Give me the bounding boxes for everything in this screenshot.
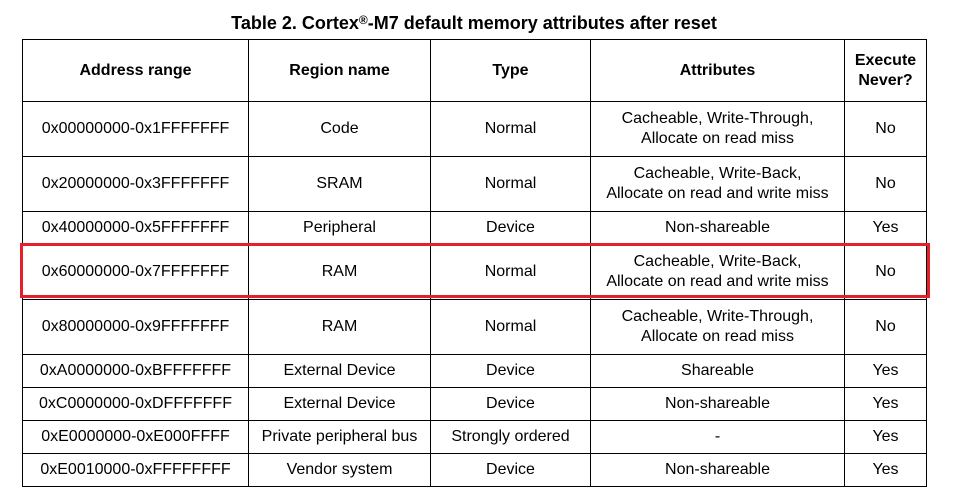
cell-attributes: -: [590, 420, 845, 454]
cell-region: SRAM: [248, 156, 431, 212]
table-row-highlighted: 0x60000000-0x7FFFFFFF RAM Normal Cacheab…: [22, 244, 927, 300]
cell-region: RAM: [248, 299, 431, 355]
cell-attributes: Cacheable, Write-Through, Allocate on re…: [590, 299, 845, 355]
cell-region: Private peripheral bus: [248, 420, 431, 454]
registered-mark: ®: [358, 13, 368, 27]
cell-attributes-line2: Allocate on read and write miss: [606, 273, 829, 290]
header-type: Type: [430, 39, 591, 102]
cell-region: RAM: [248, 244, 431, 300]
cell-attributes: Cacheable, Write-Back, Allocate on read …: [590, 156, 845, 212]
table-row: 0xE0000000-0xE000FFFF Private peripheral…: [22, 420, 927, 454]
table-row: 0x80000000-0x9FFFFFFF RAM Normal Cacheab…: [22, 299, 927, 355]
cell-attributes-line1: Cacheable, Write-Back,: [633, 165, 802, 182]
table-row: 0xA0000000-0xBFFFFFFF External Device De…: [22, 354, 927, 388]
table-row: 0x20000000-0x3FFFFFFF SRAM Normal Cachea…: [22, 156, 927, 212]
cell-attributes: Cacheable, Write-Through, Allocate on re…: [590, 101, 845, 157]
cell-type: Normal: [430, 299, 591, 355]
cell-attributes: Non-shareable: [590, 453, 845, 487]
cell-address: 0xA0000000-0xBFFFFFFF: [22, 354, 249, 388]
header-execute-never: Execute Never?: [844, 39, 927, 102]
memory-attributes-table: Address range Region name Type Attribute…: [22, 39, 927, 487]
cell-execute-never: No: [844, 299, 927, 355]
cell-address: 0xE0010000-0xFFFFFFFF: [22, 453, 249, 487]
cell-type: Strongly ordered: [430, 420, 591, 454]
caption-prefix: Table 2. Cortex: [231, 13, 359, 33]
cell-attributes-line1: Cacheable, Write-Back,: [633, 253, 802, 270]
header-address-range: Address range: [22, 39, 249, 102]
cell-address: 0x40000000-0x5FFFFFFF: [22, 211, 249, 245]
cell-address: 0x80000000-0x9FFFFFFF: [22, 299, 249, 355]
cell-type: Device: [430, 453, 591, 487]
header-execute-never-line1: Execute: [854, 51, 917, 69]
cell-address: 0xC0000000-0xDFFFFFFF: [22, 387, 249, 421]
cell-type: Normal: [430, 244, 591, 300]
cell-execute-never: No: [844, 101, 927, 157]
cell-type: Normal: [430, 101, 591, 157]
cell-attributes: Shareable: [590, 354, 845, 388]
header-region-name: Region name: [248, 39, 431, 102]
table-row: 0xC0000000-0xDFFFFFFF External Device De…: [22, 387, 927, 421]
cell-attributes-line1: Cacheable, Write-Through,: [621, 110, 814, 127]
caption-suffix: -M7 default memory attributes after rese…: [367, 13, 717, 33]
cell-execute-never: Yes: [844, 387, 927, 421]
table-row: 0x00000000-0x1FFFFFFF Code Normal Cachea…: [22, 101, 927, 157]
cell-type: Normal: [430, 156, 591, 212]
cell-address: 0x20000000-0x3FFFFFFF: [22, 156, 249, 212]
cell-region: External Device: [248, 387, 431, 421]
cell-type: Device: [430, 387, 591, 421]
cell-execute-never: Yes: [844, 420, 927, 454]
cell-region: Code: [248, 101, 431, 157]
cell-region: Vendor system: [248, 453, 431, 487]
cell-attributes: Cacheable, Write-Back, Allocate on read …: [590, 244, 845, 300]
cell-type: Device: [430, 354, 591, 388]
cell-address: 0xE0000000-0xE000FFFF: [22, 420, 249, 454]
cell-attributes-line2: Allocate on read and write miss: [606, 185, 829, 202]
header-row: Address range Region name Type Attribute…: [22, 39, 927, 102]
table-row: 0xE0010000-0xFFFFFFFF Vendor system Devi…: [22, 453, 927, 487]
cell-attributes: Non-shareable: [590, 211, 845, 245]
header-attributes: Attributes: [590, 39, 845, 102]
cell-execute-never: Yes: [844, 453, 927, 487]
cell-attributes-line2: Allocate on read miss: [641, 130, 794, 147]
cell-region: Peripheral: [248, 211, 431, 245]
cell-type: Device: [430, 211, 591, 245]
cell-region: External Device: [248, 354, 431, 388]
header-execute-never-line2: Never?: [858, 71, 913, 89]
cell-execute-never: No: [844, 244, 927, 300]
table-caption: Table 2. Cortex®-M7 default memory attri…: [0, 10, 948, 36]
cell-attributes-line2: Allocate on read miss: [641, 328, 794, 345]
cell-attributes: Non-shareable: [590, 387, 845, 421]
cell-address: 0x60000000-0x7FFFFFFF: [22, 244, 249, 300]
cell-execute-never: Yes: [844, 354, 927, 388]
cell-attributes-line1: Cacheable, Write-Through,: [621, 308, 814, 325]
cell-address: 0x00000000-0x1FFFFFFF: [22, 101, 249, 157]
cell-execute-never: Yes: [844, 211, 927, 245]
cell-execute-never: No: [844, 156, 927, 212]
table-row: 0x40000000-0x5FFFFFFF Peripheral Device …: [22, 211, 927, 245]
